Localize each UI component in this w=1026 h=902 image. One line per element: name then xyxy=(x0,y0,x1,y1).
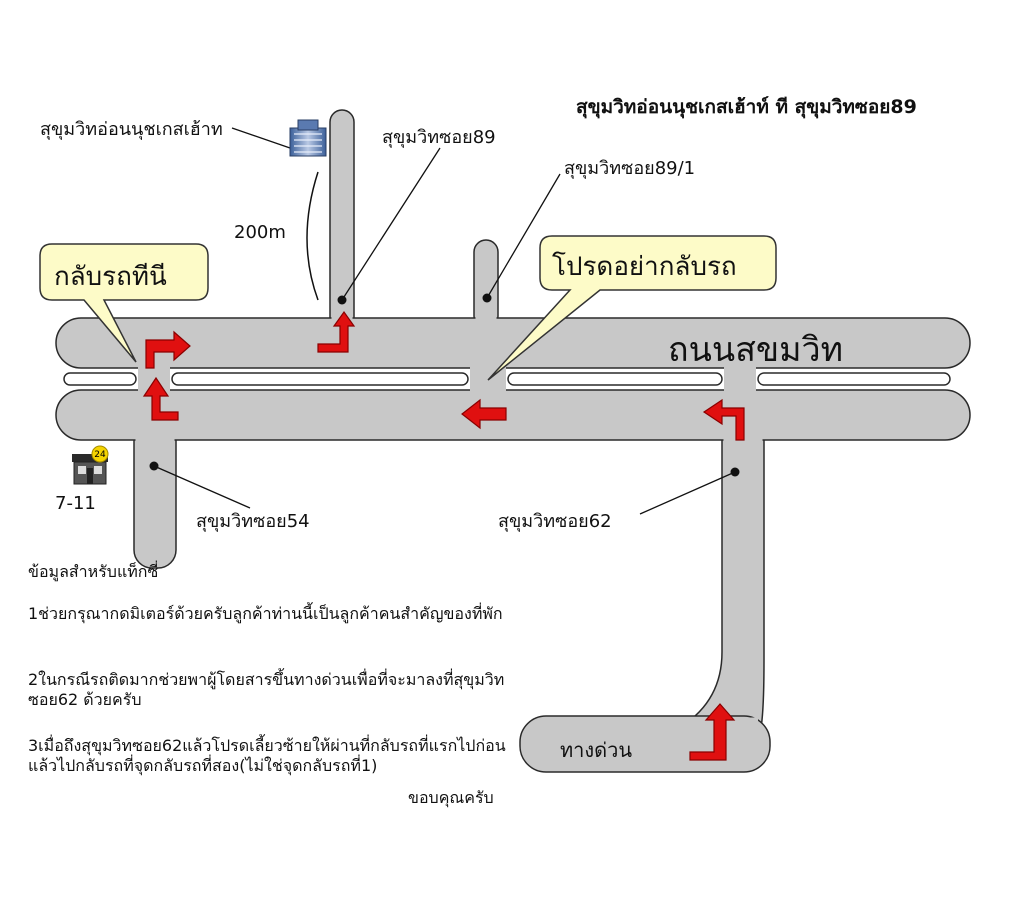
location-dots xyxy=(149,293,740,477)
sukhumvit-north-carriageway xyxy=(55,317,971,369)
map-title: สุขุมวิทอ่อนนุชเกสเฮ้าท์ ที สุขุมวิทซอย8… xyxy=(576,96,917,118)
label-7-11: 7-11 xyxy=(55,493,96,514)
taxi-info-item-2: 2ในกรณีรถติดมากช่วยพาผู้โดยสารขึ้นทางด่ว… xyxy=(28,670,505,709)
label-soi89-1: สุขุมวิทซอย89/1 xyxy=(564,158,696,179)
label-soi89: สุขุมวิทซอย89 xyxy=(382,127,496,148)
bubble-uturn-here xyxy=(39,243,209,363)
soi62-road xyxy=(649,419,765,741)
building-icon xyxy=(289,119,327,157)
arrow-exit-expressway xyxy=(689,703,736,761)
bubble-text-no-uturn: โปรดอย่ากลับรถ xyxy=(552,252,737,282)
arrow-soi62-turn-west xyxy=(702,398,745,441)
taxi-info-heading: ข้อมูลสำหรับแท็กซี่ xyxy=(28,562,159,581)
arrow-turn-into-soi89 xyxy=(317,310,356,353)
label-expressway: ทางด่วน xyxy=(560,738,633,762)
distance-arc xyxy=(306,171,319,301)
store-24-badge: 24 xyxy=(94,450,106,460)
arrow-west xyxy=(461,398,507,430)
arrow-uturn-lower xyxy=(142,376,179,421)
label-soi54: สุขุมวิทซอย54 xyxy=(196,511,310,532)
arrow-uturn-upper xyxy=(145,330,191,369)
taxi-info-thanks: ขอบคุณครับ xyxy=(408,788,494,807)
label-sukhumvit-road: ถนนสขมวิท xyxy=(668,330,843,370)
median xyxy=(63,372,951,386)
leader-lines xyxy=(153,127,736,515)
convenience-store-icon: 24 xyxy=(72,445,109,485)
label-soi62: สุขุมวิทซอย62 xyxy=(498,511,612,532)
direction-arrows xyxy=(142,310,745,761)
taxi-info-item-3: 3เมื่อถึงสุขุมวิทซอย62แล้วโปรดเลี้ยวซ้าย… xyxy=(28,736,506,775)
bubble-no-uturn xyxy=(487,235,777,381)
label-distance: 200m xyxy=(234,222,286,243)
road-joins xyxy=(135,300,763,746)
label-guesthouse: สุขุมวิทอ่อนนุชเกสเฮ้าท xyxy=(40,119,223,140)
taxi-info-item-1: 1ช่วยกรุณากดมิเตอร์ด้วยครับลูกค้าท่านนี้… xyxy=(28,604,503,623)
sukhumvit-south-carriageway xyxy=(55,389,971,441)
bubble-text-uturn-here: กลับรถทีนี xyxy=(54,262,167,292)
